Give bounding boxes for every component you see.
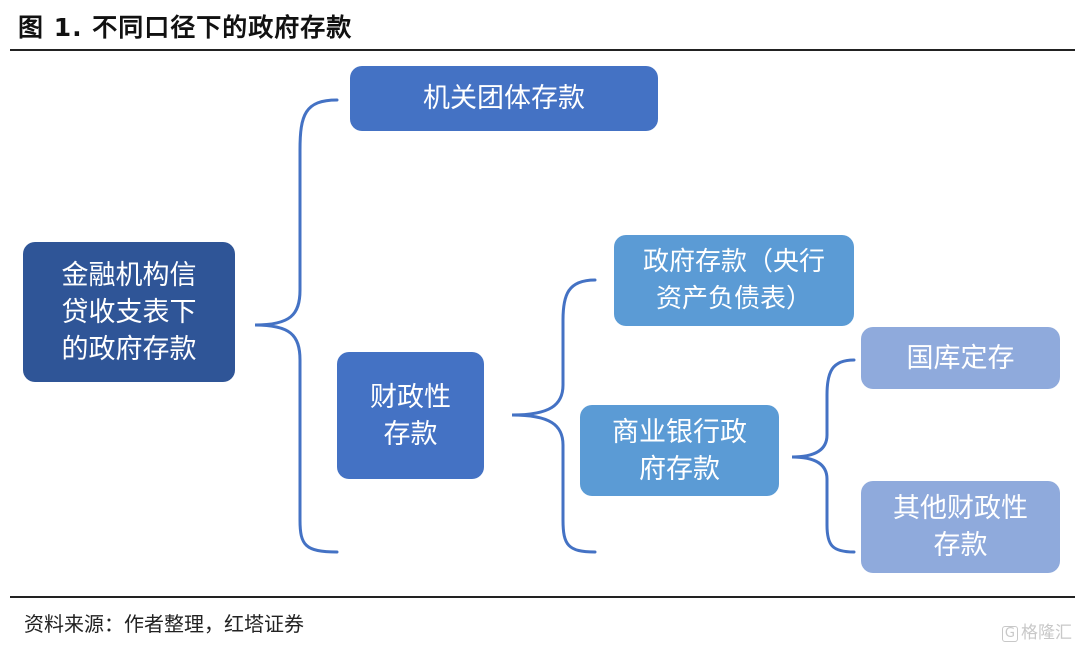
central-bank-line-1: 政府存款（央行 [642,246,825,277]
node-fiscal-deposits: 财政性 存款 [337,352,484,479]
watermark-text: 格隆汇 [1021,623,1072,643]
brace-caizheng [511,278,597,554]
fiscal-line-1: 财政性 [370,381,451,413]
other-fiscal-line-1: 其他财政性 [893,493,1028,524]
brace-root [254,98,339,554]
institution-label: 机关团体存款 [423,83,585,114]
node-institution-deposits: 机关团体存款 [350,66,658,131]
watermark-logo-icon: G [1001,626,1018,642]
bottom-rule [10,596,1075,598]
figure-title: 图 1. 不同口径下的政府存款 [18,13,353,42]
fiscal-line-2: 存款 [383,418,438,450]
node-treasury-time-deposits: 国库定存 [861,327,1060,389]
node-other-fiscal-deposits: 其他财政性 存款 [861,481,1060,573]
top-rule [10,49,1075,51]
central-bank-line-2: 资产负债表） [655,283,812,314]
source-note: 资料来源：作者整理，红塔证券 [24,612,304,636]
treasury-label: 国库定存 [906,342,1015,374]
node-central-bank-gov-deposits: 政府存款（央行 资产负债表） [614,235,854,326]
brace-shangye [791,358,856,554]
node-commercial-bank-gov-deposits: 商业银行政 府存款 [580,405,779,496]
root-line-1: 金融机构信 [61,259,197,291]
root-line-3: 的政府存款 [61,333,197,365]
commercial-bank-line-2: 府存款 [639,453,720,485]
node-root-gov-deposits: 金融机构信 贷收支表下 的政府存款 [23,242,235,382]
commercial-bank-line-1: 商业银行政 [612,416,747,448]
other-fiscal-line-2: 存款 [933,530,988,561]
root-line-2: 贷收支表下 [61,296,197,328]
